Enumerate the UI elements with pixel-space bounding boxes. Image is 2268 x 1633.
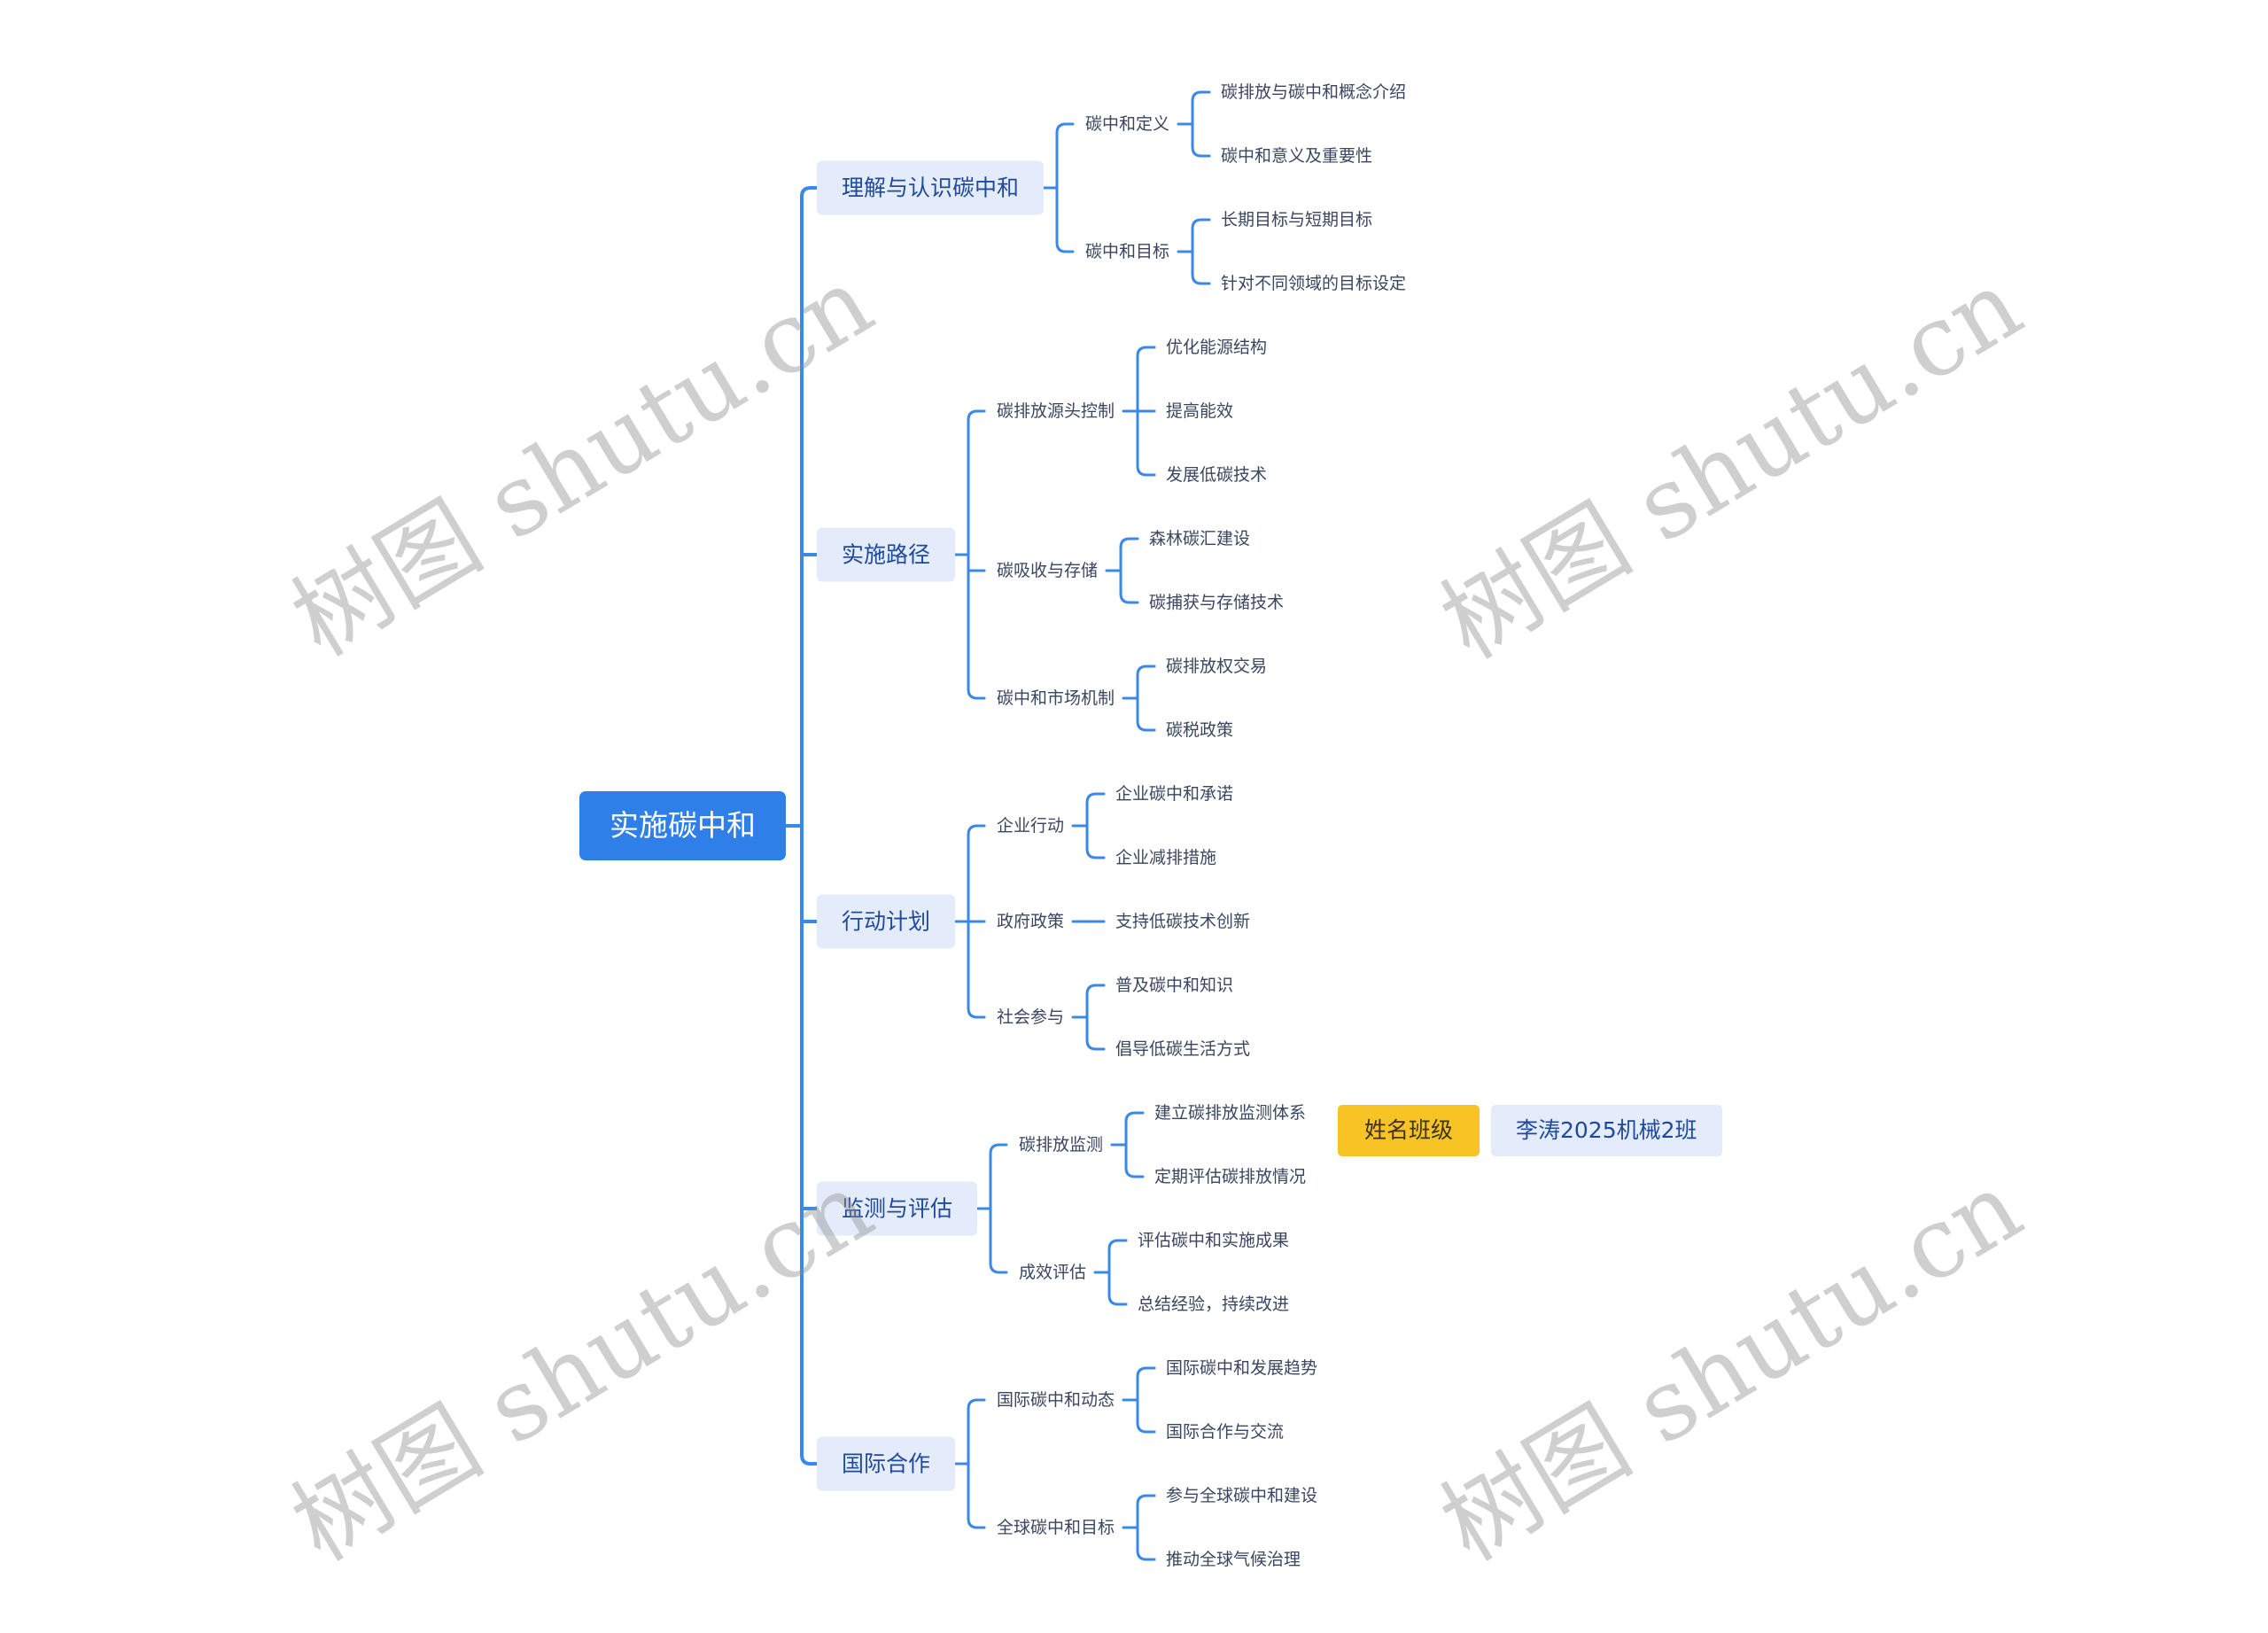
leaf-evaluate-results[interactable]: 评估碳中和实施成果 [1138, 1231, 1290, 1250]
branch-connector-branch [989, 1207, 1008, 1274]
branch-connector-branch [967, 824, 986, 923]
leaf-connector-branch [1136, 696, 1156, 732]
leaf-connector-branch [1136, 665, 1156, 700]
name-class-tag[interactable]: 姓名班级 [1338, 1105, 1480, 1156]
leaf-emissions-trading[interactable]: 碳排放权交易 [1166, 657, 1268, 676]
branch-connector-branch [967, 553, 986, 700]
leaf-low-carbon-lifestyle[interactable]: 倡导低碳生活方式 [1115, 1039, 1251, 1059]
topic-implementation-path[interactable]: 实施路径 [817, 527, 956, 582]
root-topic[interactable]: 实施碳中和 [579, 791, 786, 860]
subtopic-market-mechanism[interactable]: 碳中和市场机制 [997, 688, 1115, 708]
subtopic-effect-evaluation[interactable]: 成效评估 [1019, 1263, 1087, 1282]
leaf-carbon-capture-storage[interactable]: 碳捕获与存储技术 [1149, 593, 1285, 612]
leaf-carbon-tax[interactable]: 碳税政策 [1166, 720, 1234, 740]
leaf-global-construction[interactable]: 参与全球碳中和建设 [1166, 1486, 1318, 1505]
subtopic-source-control[interactable]: 碳排放源头控制 [997, 401, 1115, 421]
leaf-connector-branch [1136, 1366, 1156, 1402]
subtopic-public-participation[interactable]: 社会参与 [997, 1007, 1065, 1027]
leaf-connector-branch [1085, 1015, 1106, 1051]
subtopic-absorption-storage[interactable]: 碳吸收与存储 [997, 561, 1099, 580]
topic-understanding-carbon-neutrality[interactable]: 理解与认识碳中和 [817, 160, 1045, 215]
leaf-connector-branch [1136, 1494, 1156, 1529]
trunk-connector-branch [800, 824, 819, 1466]
leaf-connector-branch [1191, 218, 1211, 253]
leaf-popularize-knowledge[interactable]: 普及碳中和知识 [1115, 976, 1234, 995]
leaf-connector-branch [1119, 537, 1139, 572]
subtopic-government-policy[interactable]: 政府政策 [997, 912, 1065, 931]
leaf-climate-governance[interactable]: 推动全球气候治理 [1166, 1550, 1301, 1569]
leaf-optimize-energy-structure[interactable]: 优化能源结构 [1166, 338, 1268, 357]
leaf-sector-goal-setting[interactable]: 针对不同领域的目标设定 [1221, 274, 1407, 293]
branch-connector-branch [967, 1462, 986, 1529]
leaf-connector-branch [1124, 1111, 1145, 1147]
leaf-connector-branch [1085, 984, 1106, 1019]
leaf-enterprise-commitment[interactable]: 企业碳中和承诺 [1115, 784, 1234, 804]
leaf-low-carbon-tech[interactable]: 发展低碳技术 [1166, 465, 1268, 485]
leaf-monitoring-system[interactable]: 建立碳排放监测体系 [1154, 1103, 1307, 1123]
leaf-development-trends[interactable]: 国际碳中和发展趋势 [1166, 1358, 1318, 1378]
leaf-connector-branch [1119, 569, 1139, 604]
trunk-connector-branch [800, 186, 819, 828]
topic-monitoring-evaluation[interactable]: 监测与评估 [817, 1181, 978, 1236]
name-class-value[interactable]: 李涛2025机械2班 [1491, 1105, 1722, 1156]
leaf-connector-branch [1136, 1526, 1156, 1561]
subtopic-emission-monitoring[interactable]: 碳排放监测 [1019, 1135, 1104, 1155]
leaf-forest-carbon-sink[interactable]: 森林碳汇建设 [1149, 529, 1251, 548]
leaf-long-short-term-goals[interactable]: 长期目标与短期目标 [1221, 210, 1373, 229]
leaf-improve-efficiency[interactable]: 提高能效 [1166, 401, 1234, 421]
leaf-connector-branch [1107, 1239, 1128, 1274]
branch-connector-branch [967, 1398, 986, 1466]
subtopic-goals[interactable]: 碳中和目标 [1085, 242, 1170, 261]
leaf-emission-concept-intro[interactable]: 碳排放与碳中和概念介绍 [1221, 82, 1407, 102]
branch-connector-branch [989, 1143, 1008, 1210]
branch-connector-branch [1055, 186, 1075, 253]
topic-international-cooperation[interactable]: 国际合作 [817, 1436, 956, 1491]
leaf-connector-branch [1107, 1271, 1128, 1306]
leaf-significance[interactable]: 碳中和意义及重要性 [1221, 146, 1373, 166]
leaf-cooperation-exchange[interactable]: 国际合作与交流 [1166, 1422, 1285, 1442]
leaf-regular-assessment[interactable]: 定期评估碳排放情况 [1154, 1167, 1307, 1186]
leaf-connector-branch [1191, 90, 1211, 126]
leaf-connector-branch [1136, 346, 1156, 413]
leaf-connector-branch [1191, 122, 1211, 158]
leaf-connector-branch [1085, 792, 1106, 828]
leaf-support-innovation[interactable]: 支持低碳技术创新 [1115, 912, 1251, 931]
branch-connector-branch [967, 920, 986, 1019]
branch-connector-branch [1055, 122, 1075, 190]
subtopic-global-goals[interactable]: 全球碳中和目标 [997, 1518, 1115, 1537]
subtopic-international-trends[interactable]: 国际碳中和动态 [997, 1390, 1115, 1410]
leaf-connector-branch [1124, 1143, 1145, 1178]
leaf-connector-branch [1191, 250, 1211, 285]
leaf-enterprise-reduction[interactable]: 企业减排措施 [1115, 848, 1217, 867]
branch-connector-branch [967, 409, 986, 556]
subtopic-enterprise-action[interactable]: 企业行动 [997, 816, 1065, 836]
leaf-connector-branch [1085, 824, 1106, 859]
leaf-connector-branch [1136, 409, 1156, 477]
leaf-connector-branch [1136, 1398, 1156, 1434]
leaf-summarize-improve[interactable]: 总结经验，持续改进 [1138, 1295, 1290, 1314]
subtopic-definition[interactable]: 碳中和定义 [1085, 114, 1170, 134]
topic-action-plan[interactable]: 行动计划 [817, 894, 956, 949]
